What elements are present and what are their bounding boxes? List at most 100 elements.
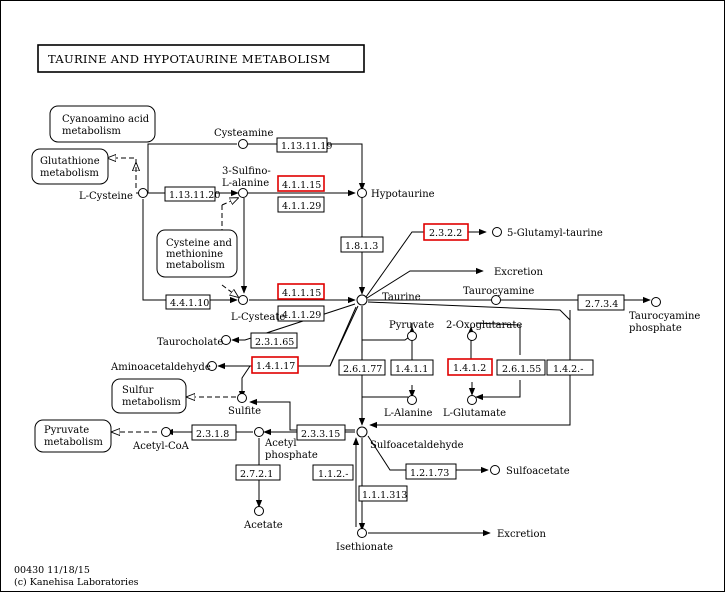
enzyme-1-13-11-20[interactable] [164, 186, 216, 202]
map-label-pyruvate-1: Pyruvate [44, 425, 89, 436]
label-l-cysteate: L-Cysteate [231, 312, 285, 323]
map-box-cyanoamino[interactable] [49, 105, 156, 143]
enzyme-2-3-2-2[interactable] [423, 223, 469, 241]
label-taurocholate: Taurocholate [157, 337, 223, 348]
enzyme-label-2-3-1-65: 2.3.1.65 [255, 337, 294, 348]
enzyme-1-1-2[interactable] [312, 464, 354, 481]
enzyme-2-6-1-55[interactable] [496, 359, 546, 376]
enzyme-label-2-3-1-8: 2.3.1.8 [196, 429, 229, 440]
map-boxes: Cyanoamino acid metabolism Glutathione m… [31, 105, 238, 453]
enzyme-2-3-1-8[interactable] [191, 424, 237, 441]
enzyme-label-2-6-1-55: 2.6.1.55 [502, 364, 541, 375]
enzyme-1-4-1-2[interactable] [447, 358, 493, 376]
enzyme-label-1-1-1-313: 1.1.1.313 [362, 490, 407, 501]
map-label-sulfur-1: Sulfur [122, 385, 154, 396]
node-taurine[interactable] [356, 294, 368, 306]
enzyme-label-1-4-1-2: 1.4.1.2 [453, 363, 486, 374]
enzyme-2-3-1-65[interactable] [250, 332, 298, 349]
enzyme-4-1-1-15-bottom[interactable] [277, 283, 325, 300]
enzyme-label-4-1-1-15-top: 4.1.1.15 [282, 180, 321, 191]
map-box-cysteine-methionine[interactable] [156, 229, 238, 278]
footer-copyright: (c) Kanehisa Laboratories [14, 577, 139, 588]
enzyme-1-4-2[interactable] [546, 359, 594, 376]
enzyme-label-1-4-2: 1.4.2.- [553, 364, 583, 375]
enzyme-label-4-4-1-10: 4.4.1.10 [170, 298, 209, 309]
enzyme-2-3-3-15[interactable] [296, 424, 346, 441]
node-aminoacetaldehyde[interactable] [207, 361, 217, 371]
map-label-pyruvate-2: metabolism [44, 437, 103, 448]
enzyme-2-7-2-1[interactable] [235, 464, 281, 481]
enzyme-label-2-7-2-1: 2.7.2.1 [240, 469, 273, 480]
label-l-cysteine: L-Cysteine [79, 191, 133, 202]
node-acetyl-phosphate[interactable] [254, 427, 264, 437]
enzyme-label-4-1-1-29-top: 4.1.1.29 [282, 201, 321, 212]
node-taurocyamine[interactable] [491, 295, 501, 305]
label-aminoacetaldehyde: Aminoacetaldehyde [110, 362, 211, 373]
node-sulfite[interactable] [237, 393, 247, 403]
map-label-sulfur-2: metabolism [122, 397, 181, 408]
label-sulfinoalanine-1: 3-Sulfino- [222, 166, 271, 177]
enzyme-label-1-13-11-20: 1.13.11.20 [169, 190, 220, 201]
enzyme-label-4-1-1-15-bottom: 4.1.1.15 [282, 288, 321, 299]
label-l-glutamate: L-Glutamate [443, 408, 506, 419]
node-oxoglutarate[interactable] [467, 331, 477, 341]
label-acetyl-phosphate-1: Acetyl [264, 438, 297, 449]
title-box [37, 44, 365, 73]
enzyme-1-13-11-19[interactable] [276, 137, 328, 153]
map-box-glutathione[interactable] [31, 148, 109, 185]
label-taurocyamine: Taurocyamine [463, 286, 534, 297]
node-isethionate[interactable] [357, 528, 367, 538]
node-l-alanine[interactable] [407, 395, 417, 405]
map-label-cysmet-1: Cysteine and [166, 238, 233, 249]
enzyme-4-4-1-10[interactable] [165, 294, 211, 310]
enzyme-1-4-1-1[interactable] [390, 359, 434, 376]
enzyme-1-1-1-313[interactable] [358, 485, 408, 502]
node-sulfinoalanine[interactable] [238, 188, 248, 198]
label-hypotaurine: Hypotaurine [371, 189, 435, 200]
enzyme-label-1-4-1-1: 1.4.1.1 [395, 364, 428, 375]
node-l-cysteine[interactable] [138, 188, 148, 198]
label-taurocyamine-phosphate-1: Taurocyamine [629, 311, 700, 322]
node-sulfoacetate[interactable] [490, 465, 500, 475]
enzyme-2-7-3-4[interactable] [577, 294, 625, 311]
enzyme-4-1-1-15-top[interactable] [277, 175, 325, 192]
node-acetate[interactable] [254, 506, 264, 516]
enzyme-label-1-2-1-73: 1.2.1.73 [410, 468, 449, 479]
node-l-glutamate[interactable] [467, 395, 477, 405]
node-acetyl-coa[interactable] [161, 427, 171, 437]
node-taurocholate[interactable] [221, 335, 231, 345]
label-acetate: Acetate [243, 520, 283, 531]
enzyme-label-2-3-3-15: 2.3.3.15 [301, 429, 340, 440]
label-excretion-1: Excretion [494, 267, 543, 278]
node-hypotaurine[interactable] [357, 188, 367, 198]
enzyme-4-1-1-29-top[interactable] [277, 196, 325, 213]
enzyme-1-2-1-73[interactable] [405, 463, 457, 480]
enzyme-1-4-1-17[interactable] [251, 356, 299, 374]
label-excretion-2: Excretion [497, 529, 546, 540]
label-oxoglutarate: 2-Oxoglutarate [446, 320, 522, 331]
enzyme-label-2-3-2-2: 2.3.2.2 [429, 228, 462, 239]
map-label-glutathione-1: Glutathione [40, 156, 100, 167]
compound-labels: L-Cysteine Cysteamine 3-Sulfino- L-alani… [79, 128, 700, 553]
compound-nodes [138, 139, 661, 538]
enzyme-boxes: 1.13.11.19 1.13.11.20 4.1.1.15 4.1.1.29 … [164, 137, 625, 502]
node-taurocyamine-phosphate[interactable] [651, 297, 661, 307]
label-pyruvate: Pyruvate [389, 320, 434, 331]
label-glutamyl-taurine: 5-Glutamyl-taurine [507, 228, 603, 239]
enzyme-1-8-1-3[interactable] [340, 236, 384, 253]
map-title: TAURINE AND HYPOTAURINE METABOLISM [48, 52, 330, 66]
map-box-sulfur[interactable] [111, 378, 187, 414]
footer-code: 00430 11/18/15 [14, 565, 90, 576]
node-sulfoacetaldehyde[interactable] [356, 426, 368, 438]
node-l-cysteate[interactable] [238, 295, 248, 305]
label-sulfoacetate: Sulfoacetate [506, 466, 570, 477]
enzyme-2-6-1-77[interactable] [338, 359, 386, 376]
map-box-pyruvate[interactable] [34, 419, 112, 453]
label-sulfinoalanine-2: L-alanine [222, 178, 269, 189]
label-l-alanine: L-Alanine [384, 408, 432, 419]
node-glutamyl-taurine[interactable] [492, 227, 502, 237]
enzyme-4-1-1-29-bottom[interactable] [277, 305, 325, 322]
node-cysteamine[interactable] [238, 139, 248, 149]
node-pyruvate[interactable] [407, 331, 417, 341]
